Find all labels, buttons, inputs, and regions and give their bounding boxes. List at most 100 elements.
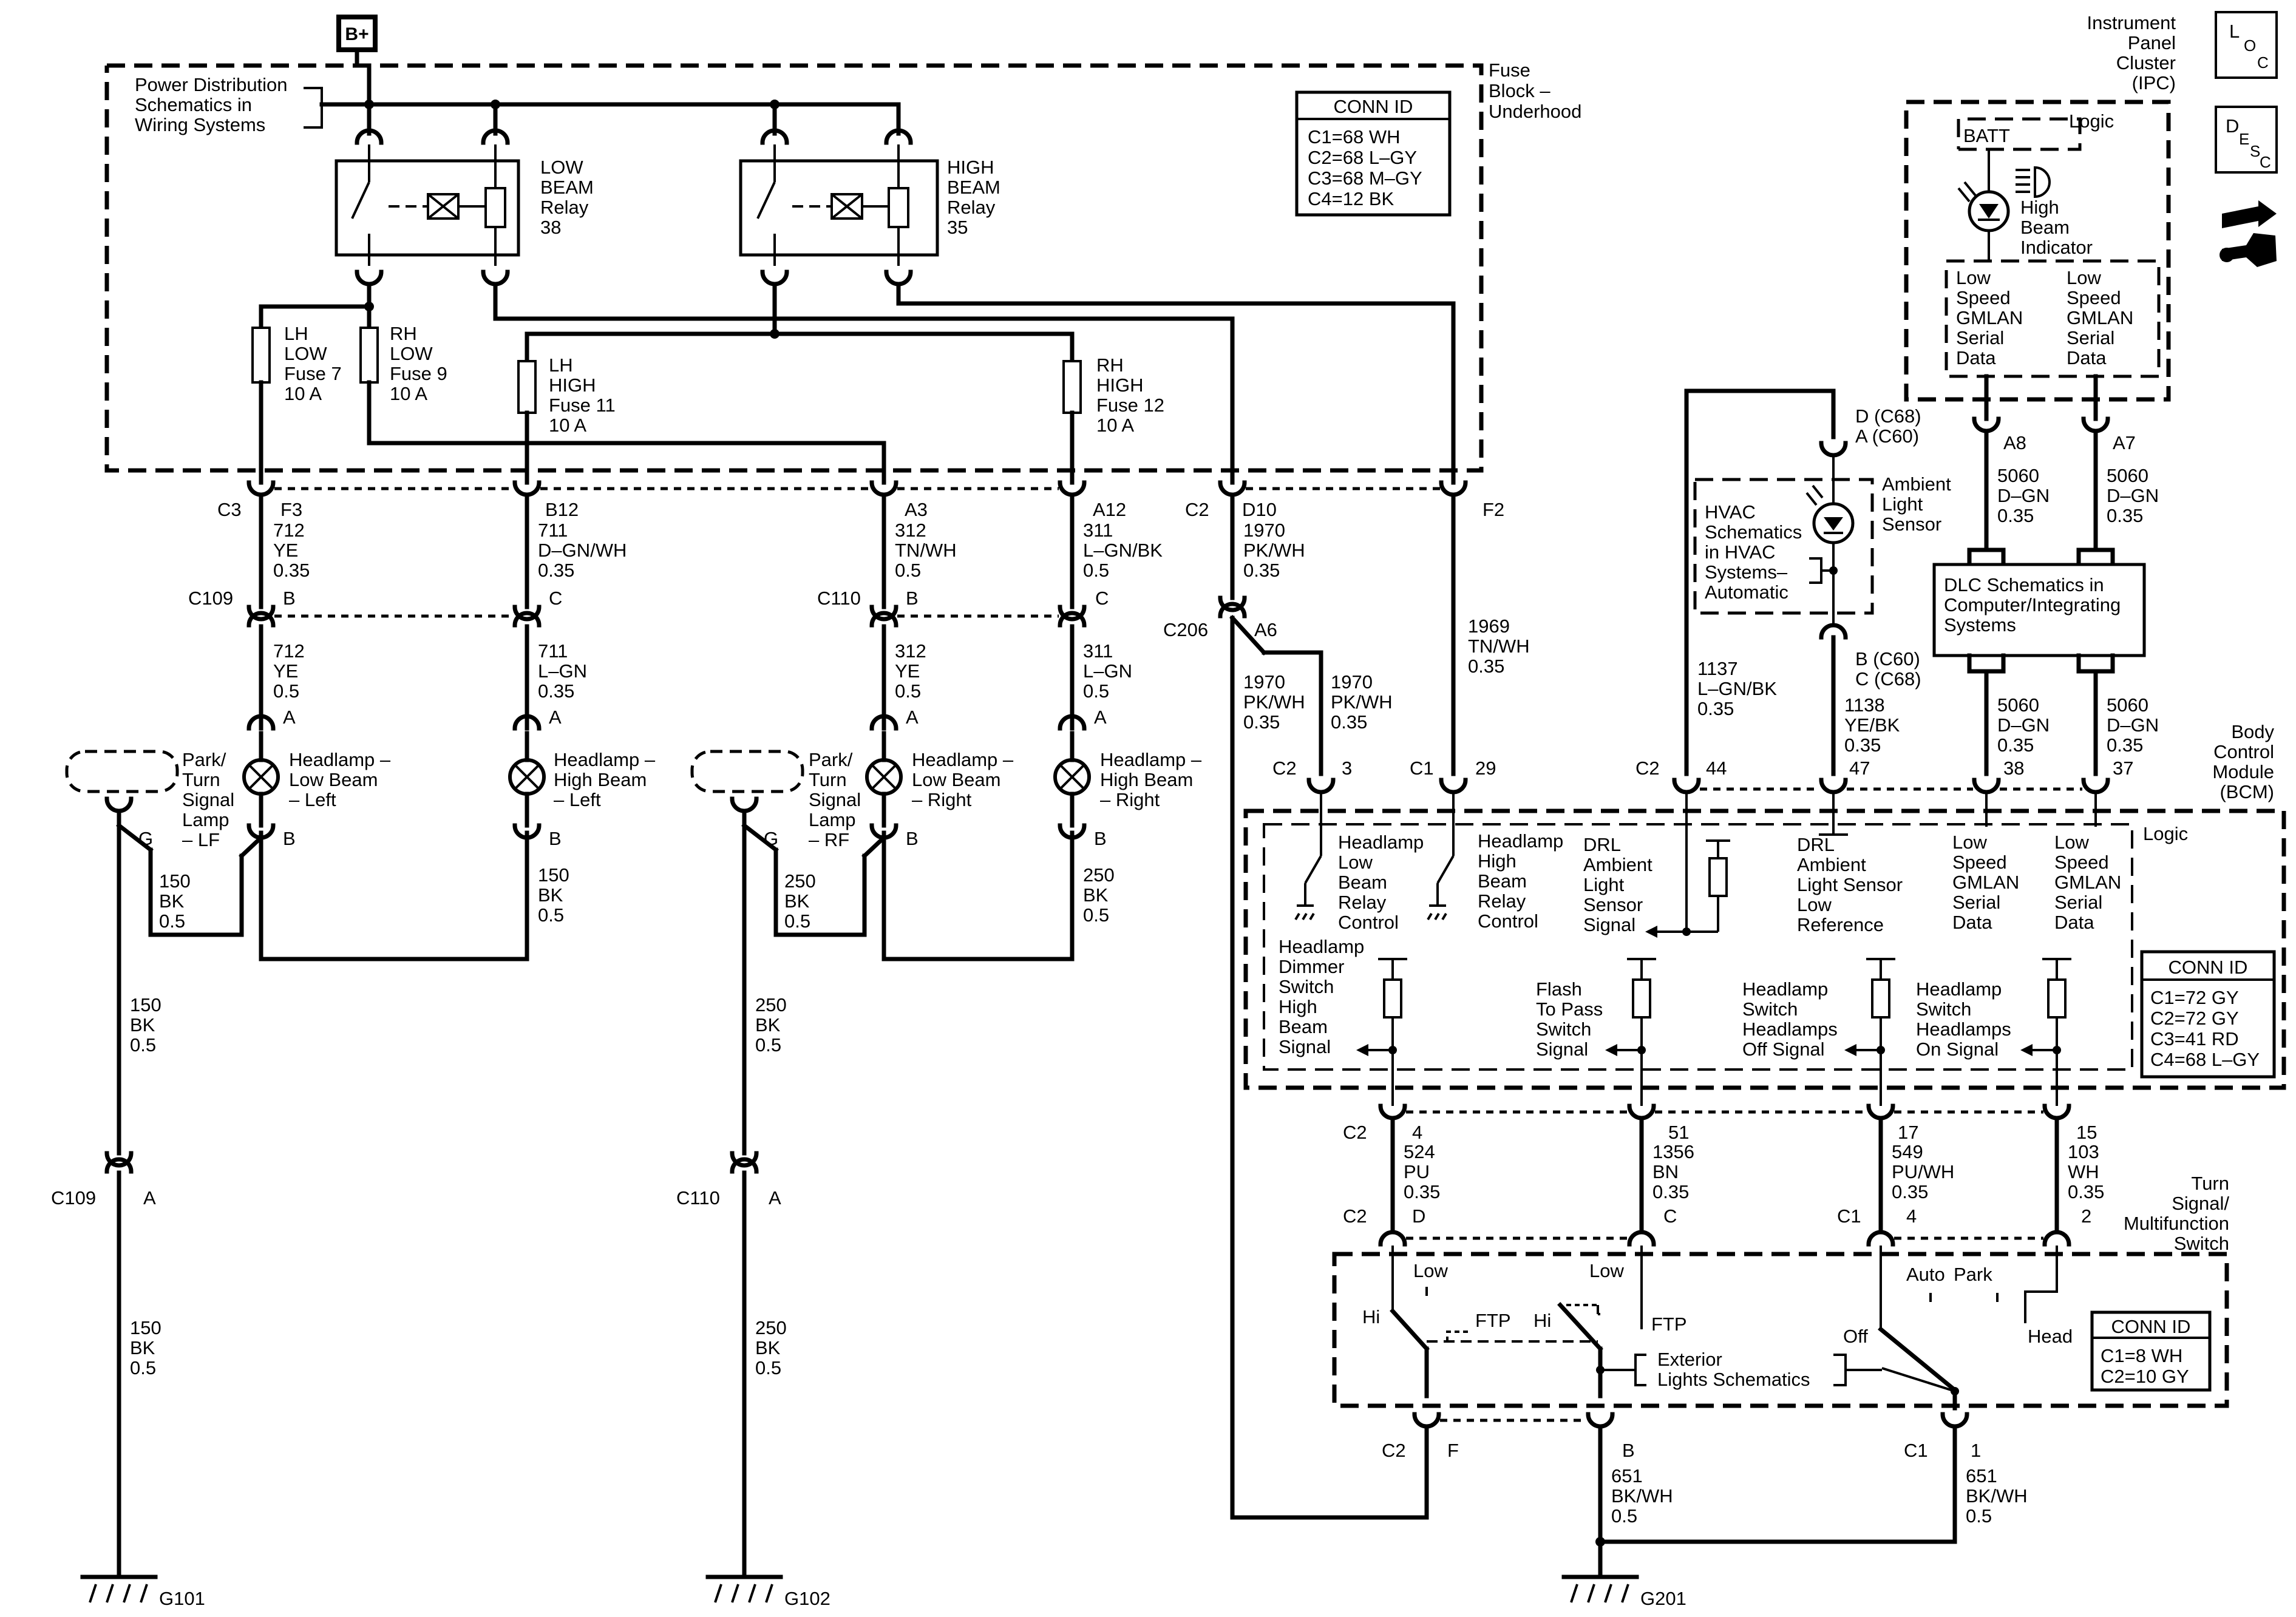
- svg-text:WH: WH: [2068, 1161, 2099, 1182]
- svg-text:PK/WH: PK/WH: [1243, 540, 1305, 561]
- svg-text:Fuse 11: Fuse 11: [549, 395, 616, 416]
- svg-text:F3: F3: [280, 499, 302, 520]
- svg-text:Systems: Systems: [1944, 614, 2016, 636]
- loc-icon[interactable]: L O C: [2215, 11, 2278, 79]
- svg-text:Serial: Serial: [1956, 327, 2004, 348]
- svg-text:Speed: Speed: [2054, 852, 2109, 873]
- svg-text:Light Sensor: Light Sensor: [1797, 874, 1903, 895]
- svg-text:1138: 1138: [1844, 694, 1885, 716]
- svg-text:HVAC: HVAC: [1705, 501, 1756, 523]
- svg-text:0.35: 0.35: [1243, 711, 1280, 733]
- desc-icon[interactable]: D E S C: [2215, 106, 2278, 174]
- svg-text:D–GN: D–GN: [2107, 714, 2159, 736]
- headlamp-high-right: A B Headlamp – High Beam – Right: [1053, 707, 1202, 849]
- svg-text:BEAM: BEAM: [540, 177, 594, 198]
- conn-id-fuse-block: CONN ID C1=68 WH C2=68 L–GY C3=68 M–GY C…: [1295, 90, 1452, 217]
- svg-text:5060: 5060: [1997, 694, 2039, 716]
- svg-text:Headlamp: Headlamp: [1338, 832, 1424, 853]
- svg-text:A: A: [906, 707, 919, 728]
- svg-text:Switch: Switch: [1279, 976, 1334, 997]
- svg-text:Signal: Signal: [1279, 1036, 1331, 1057]
- svg-text:D: D: [1412, 1205, 1425, 1227]
- svg-text:Turn: Turn: [182, 769, 220, 790]
- svg-text:B (C60): B (C60): [1855, 648, 1920, 670]
- svg-text:in HVAC: in HVAC: [1705, 541, 1776, 563]
- svg-text:BK/WH: BK/WH: [1966, 1485, 2028, 1507]
- svg-text:0.5: 0.5: [159, 910, 185, 932]
- svg-text:Sensor: Sensor: [1882, 514, 1941, 535]
- svg-text:0.5: 0.5: [895, 680, 921, 702]
- svg-text:A (C60): A (C60): [1855, 425, 1919, 447]
- svg-text:LOW: LOW: [540, 157, 583, 178]
- svg-text:Block –: Block –: [1489, 80, 1550, 101]
- svg-text:C2: C2: [1343, 1205, 1367, 1227]
- svg-text:A: A: [769, 1187, 781, 1209]
- svg-text:0.35: 0.35: [2068, 1181, 2104, 1202]
- svg-text:L–GN: L–GN: [1083, 660, 1132, 682]
- svg-text:Control: Control: [1478, 910, 1538, 932]
- svg-text:TN/WH: TN/WH: [895, 540, 957, 561]
- svg-text:A: A: [1094, 707, 1107, 728]
- svg-text:D–GN: D–GN: [1997, 714, 2050, 736]
- svg-text:Body: Body: [2231, 721, 2274, 742]
- svg-text:LH: LH: [549, 354, 573, 376]
- svg-text:DRL: DRL: [1797, 834, 1835, 855]
- svg-text:0.5: 0.5: [1611, 1505, 1637, 1527]
- svg-text:4: 4: [1412, 1122, 1422, 1143]
- svg-text:S: S: [2250, 142, 2260, 160]
- svg-text:0.5: 0.5: [130, 1357, 156, 1378]
- svg-text:Dimmer: Dimmer: [1279, 956, 1345, 977]
- svg-text:150: 150: [130, 1317, 161, 1338]
- svg-text:250: 250: [1083, 864, 1115, 886]
- svg-text:TN/WH: TN/WH: [1468, 636, 1530, 657]
- svg-text:Relay: Relay: [1478, 890, 1526, 912]
- svg-text:Flash: Flash: [1536, 978, 1582, 1000]
- svg-text:C206: C206: [1163, 619, 1208, 640]
- svg-text:YE: YE: [273, 540, 298, 561]
- svg-text:BEAM: BEAM: [947, 177, 1000, 198]
- svg-text:Headlamp –: Headlamp –: [554, 749, 656, 770]
- svg-text:712: 712: [273, 520, 305, 541]
- svg-text:BN: BN: [1652, 1161, 1679, 1182]
- svg-text:Beam: Beam: [1338, 872, 1387, 893]
- svg-text:DLC Schematics in: DLC Schematics in: [1944, 574, 2104, 595]
- svg-text:A3: A3: [905, 499, 928, 520]
- svg-text:Serial: Serial: [2067, 327, 2114, 348]
- svg-text:On Signal: On Signal: [1916, 1039, 1999, 1060]
- svg-text:B: B: [906, 828, 919, 849]
- svg-text:– Left: – Left: [554, 789, 601, 810]
- svg-text:10 A: 10 A: [284, 383, 322, 404]
- svg-text:GMLAN: GMLAN: [1952, 872, 2019, 893]
- svg-text:Automatic: Automatic: [1705, 581, 1788, 603]
- svg-text:Headlamp: Headlamp: [1742, 978, 1828, 1000]
- svg-text:Data: Data: [2067, 347, 2107, 368]
- svg-text:0.35: 0.35: [538, 560, 574, 581]
- svg-text:Headlamps: Headlamps: [1742, 1019, 1838, 1040]
- svg-text:Signal: Signal: [182, 789, 234, 810]
- svg-text:BK: BK: [538, 884, 563, 906]
- svg-text:Signal: Signal: [1536, 1039, 1588, 1060]
- svg-text:Low: Low: [2067, 267, 2101, 288]
- svg-text:A: A: [283, 707, 296, 728]
- high-beam-relay-control: Headlamp High Beam Relay Control: [1427, 794, 1563, 932]
- svg-text:Headlamp –: Headlamp –: [912, 749, 1014, 770]
- fuse-7: LH LOW Fuse 7 10 A: [251, 323, 342, 485]
- ground-g201: 651 BK/WH 0.5 651 BK/WH 0.5 G201: [1424, 1424, 2028, 1609]
- svg-text:C110: C110: [676, 1187, 720, 1209]
- svg-text:Logic: Logic: [2143, 823, 2188, 844]
- svg-text:38: 38: [540, 217, 561, 238]
- svg-text:0.35: 0.35: [1997, 734, 2034, 756]
- repair-tools-icon[interactable]: [2220, 200, 2277, 267]
- svg-text:BK/WH: BK/WH: [1611, 1485, 1673, 1507]
- svg-text:A8: A8: [2003, 432, 2026, 453]
- svg-text:B: B: [1622, 1440, 1635, 1461]
- fuse-9: RH LOW Fuse 9 10 A: [359, 323, 886, 485]
- svg-text:BK: BK: [130, 1014, 155, 1036]
- svg-text:Low: Low: [1956, 267, 1991, 288]
- svg-text:YE: YE: [273, 660, 298, 682]
- svg-text:0.5: 0.5: [1083, 904, 1109, 926]
- svg-text:5060: 5060: [1997, 465, 2039, 486]
- low-beam-relay-control: Headlamp Low Beam Relay Control: [1294, 794, 1424, 933]
- svg-text:Low Beam: Low Beam: [912, 769, 1000, 790]
- svg-text:PK/WH: PK/WH: [1331, 691, 1393, 713]
